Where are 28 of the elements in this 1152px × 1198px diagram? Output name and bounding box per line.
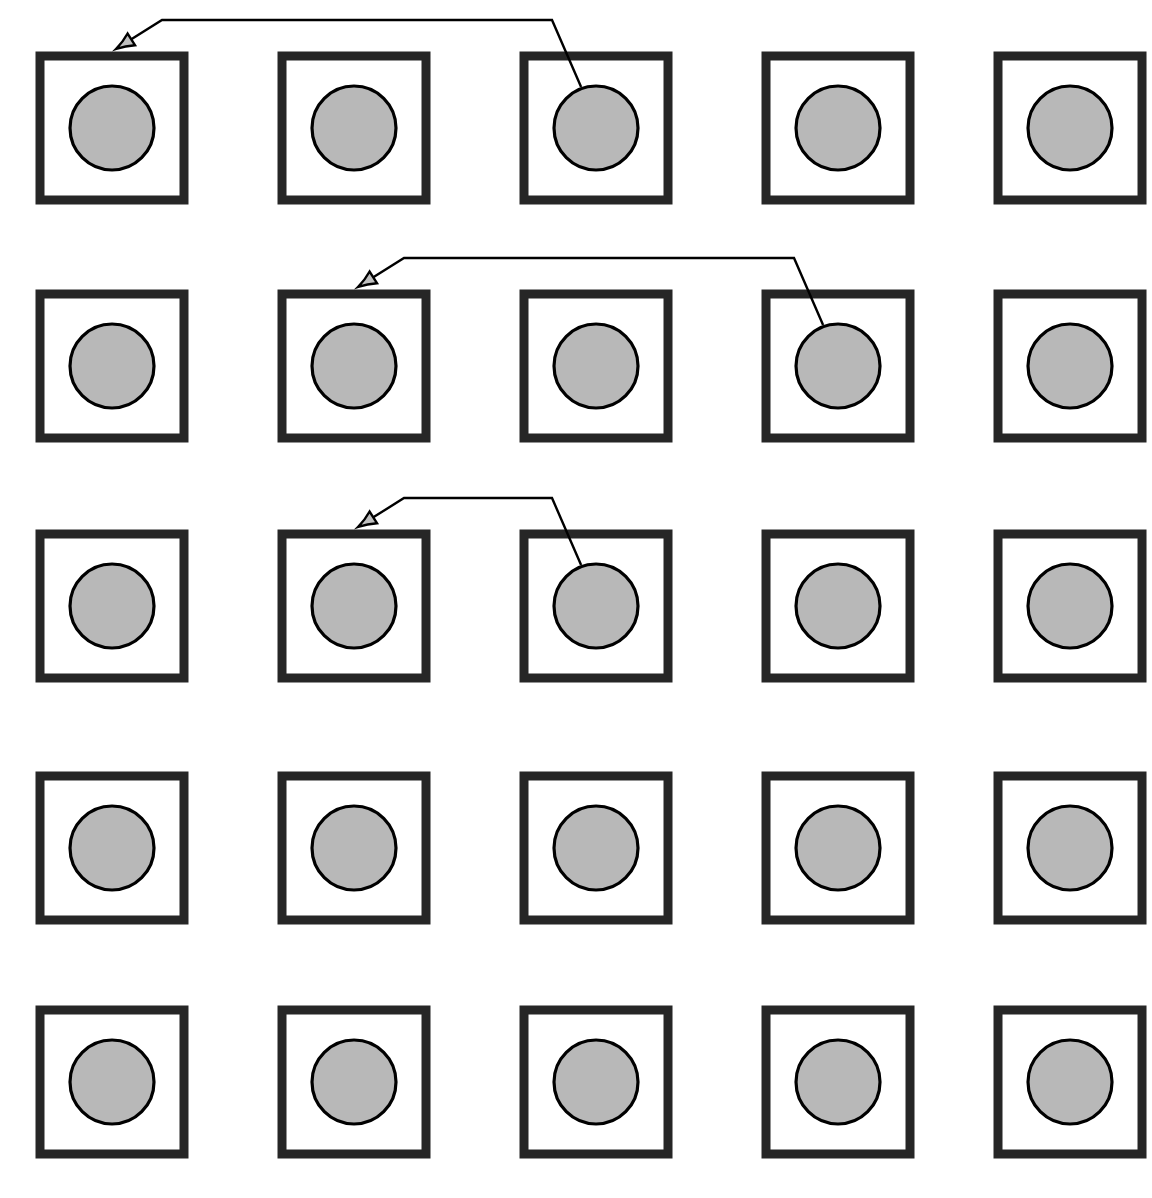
dotted-circle [794,562,882,650]
dotted-circle [1026,1038,1114,1126]
dotted-circle [552,562,640,650]
dotted-circle [552,804,640,892]
dotted-circle [1026,84,1114,172]
dotted-circle [794,804,882,892]
dotted-circle [68,1038,156,1126]
dotted-circle [68,322,156,410]
arrow [357,256,825,326]
dotted-circle [552,1038,640,1126]
dotted-circle [1026,804,1114,892]
dotted-circle [552,322,640,410]
dotted-circle [68,562,156,650]
dotted-circle [1026,322,1114,410]
dotted-circle [794,322,882,410]
dotted-circle [310,84,398,172]
dotted-circle [794,1038,882,1126]
dotted-circle [310,562,398,650]
dotted-circle [1026,562,1114,650]
arrow [115,18,583,88]
dotted-circle [310,804,398,892]
dotted-circle [68,804,156,892]
dotted-circle [310,1038,398,1126]
arrow [357,496,583,566]
dotted-circle [68,84,156,172]
dotted-circle [310,322,398,410]
dotted-circle [552,84,640,172]
dotted-circle [794,84,882,172]
